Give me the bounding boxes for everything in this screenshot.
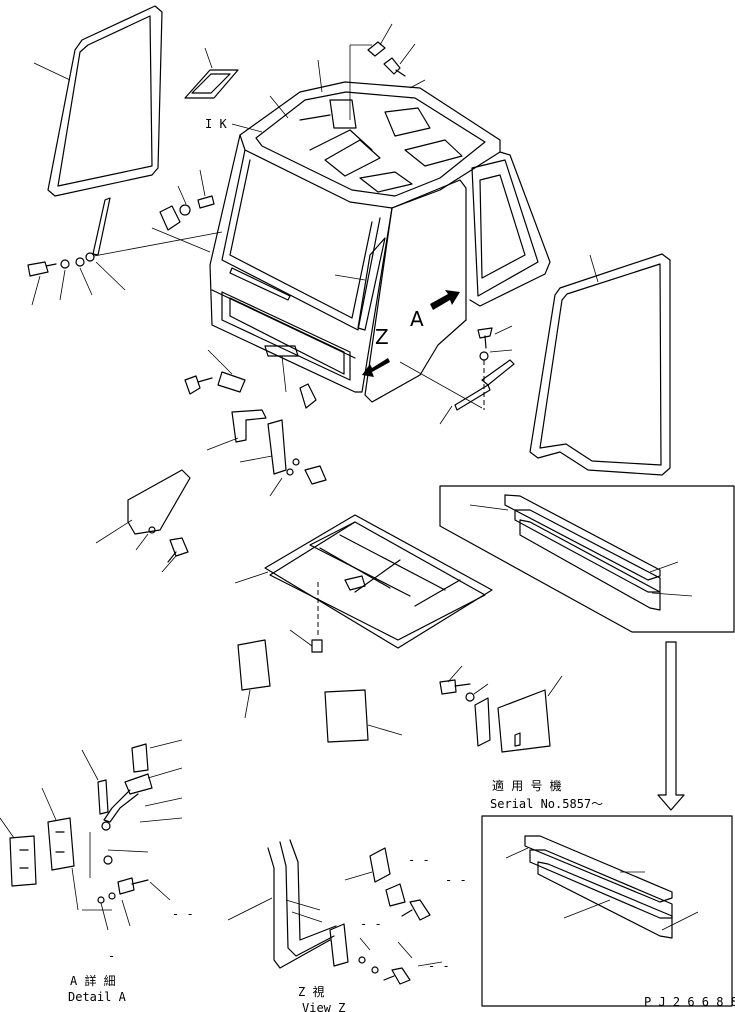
weatherstrip-detail-upper — [439, 485, 735, 633]
mid-brackets — [206, 409, 327, 497]
svg-text:- -: - - — [408, 853, 430, 867]
view-z-label-en: View Z — [302, 1001, 345, 1012]
arrow-label-a: A — [410, 307, 424, 331]
small-pad — [237, 639, 271, 719]
floor-mat — [234, 514, 493, 653]
direction-arrow-z: Z — [362, 325, 390, 377]
door-window-seal — [529, 253, 671, 476]
svg-text:- -: - - — [428, 959, 450, 973]
detail-a-label-en: Detail A — [68, 990, 127, 1004]
svg-text:- -: - - — [360, 917, 382, 931]
left-window-seal — [33, 5, 163, 197]
side-plate — [95, 469, 191, 573]
direction-arrow-a: A — [410, 290, 460, 331]
medium-pad — [324, 689, 403, 743]
serial-arrow — [657, 641, 685, 811]
view-z-label-jp: Z 視 — [298, 984, 324, 999]
right-block — [439, 665, 563, 753]
arrow-label-z: Z — [375, 325, 389, 349]
roof-bolts — [349, 23, 426, 120]
drawing-number: P J 2 6 6 8 8 — [644, 995, 735, 1009]
small-seal-part — [184, 47, 239, 99]
serial-label-en: Serial No.5857～ — [490, 797, 603, 811]
detail-a-label-jp: A 詳 細 — [70, 973, 116, 988]
label-ik: I K — [205, 117, 227, 131]
svg-text:- -: - - — [172, 907, 194, 921]
svg-text:-: - — [108, 949, 115, 963]
cab-body — [209, 59, 551, 403]
weatherstrip-detail-lower — [481, 815, 733, 1007]
view-z: - - - - - - - - — [227, 839, 467, 985]
left-grab-bar — [27, 197, 223, 306]
roof-bracket-left — [151, 169, 215, 253]
door-bolt-right — [399, 325, 515, 425]
serial-label-jp: 適 用 号 機 — [492, 778, 562, 793]
front-panel-bolts — [184, 345, 317, 409]
detail-a: - - - — [0, 739, 194, 963]
svg-text:- -: - - — [445, 873, 467, 887]
